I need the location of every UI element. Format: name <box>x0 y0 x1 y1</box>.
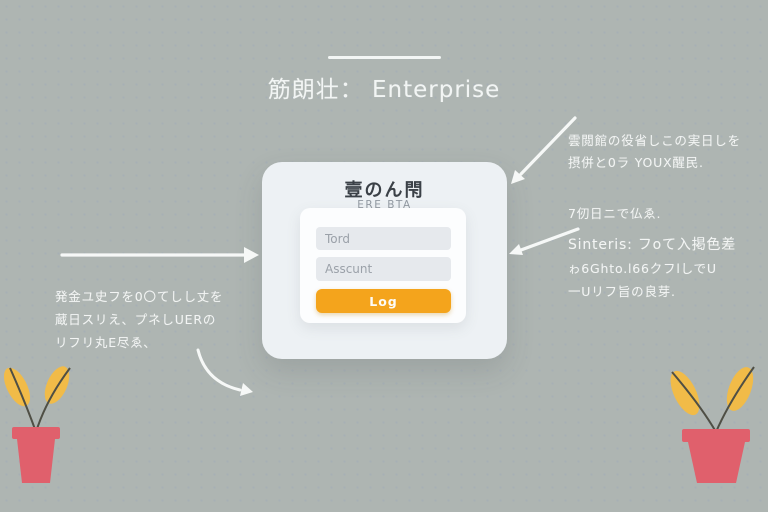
title-divider <box>328 56 441 59</box>
annotation-top-right: 雲閲館の役省しこの実日しを 摂併と0ラ YOUX醒民. <box>568 130 753 174</box>
login-card: 壹のん閇 ERE BTA Log <box>262 162 507 359</box>
annotation-mid-right-label: 7仞日ニで仏ゑ. <box>568 206 662 221</box>
annotation-line: 雲閲館の役省しこの実日しを <box>568 133 741 148</box>
page-title: 筋朗壮： Enterprise <box>267 77 501 103</box>
annotation-line: 一Uリフ旨の良芽. <box>568 284 676 299</box>
annotation-mid-right: Sinteris: フoて入掲色差 ゎ6Ghto.l66クフlしでU 一Uリフ旨… <box>568 234 758 303</box>
annotation-line: ゎ6Ghto.l66クフlしでU <box>568 261 717 276</box>
potted-plant-left-icon <box>3 366 71 483</box>
arrow-curved-down-right-icon <box>196 348 253 396</box>
login-card-title: 壹のん閇 <box>344 180 425 201</box>
annotation-line: Sinteris: フoて入掲色差 <box>568 237 737 253</box>
annotation-line: 摂併と0ラ YOUX醒民. <box>568 155 704 170</box>
potted-plant-right-icon <box>670 366 755 483</box>
login-form-panel: Log <box>300 208 466 323</box>
annotation-line: リフリ丸E尽ゑ、 <box>55 335 157 350</box>
username-input[interactable] <box>316 227 451 250</box>
login-button[interactable]: Log <box>316 289 451 313</box>
annotation-line: 蔵日スリえ、プネしUERの <box>55 312 217 327</box>
account-input[interactable] <box>316 257 451 281</box>
arrow-right-icon <box>60 247 259 263</box>
arrow-down-left-icon <box>511 116 577 184</box>
annotation-left: 発金ユ史フを0〇てしし丈を 蔵日スリえ、プネしUERの リフリ丸E尽ゑ、 <box>55 285 240 354</box>
annotation-line: 発金ユ史フを0〇てしし丈を <box>55 289 224 304</box>
